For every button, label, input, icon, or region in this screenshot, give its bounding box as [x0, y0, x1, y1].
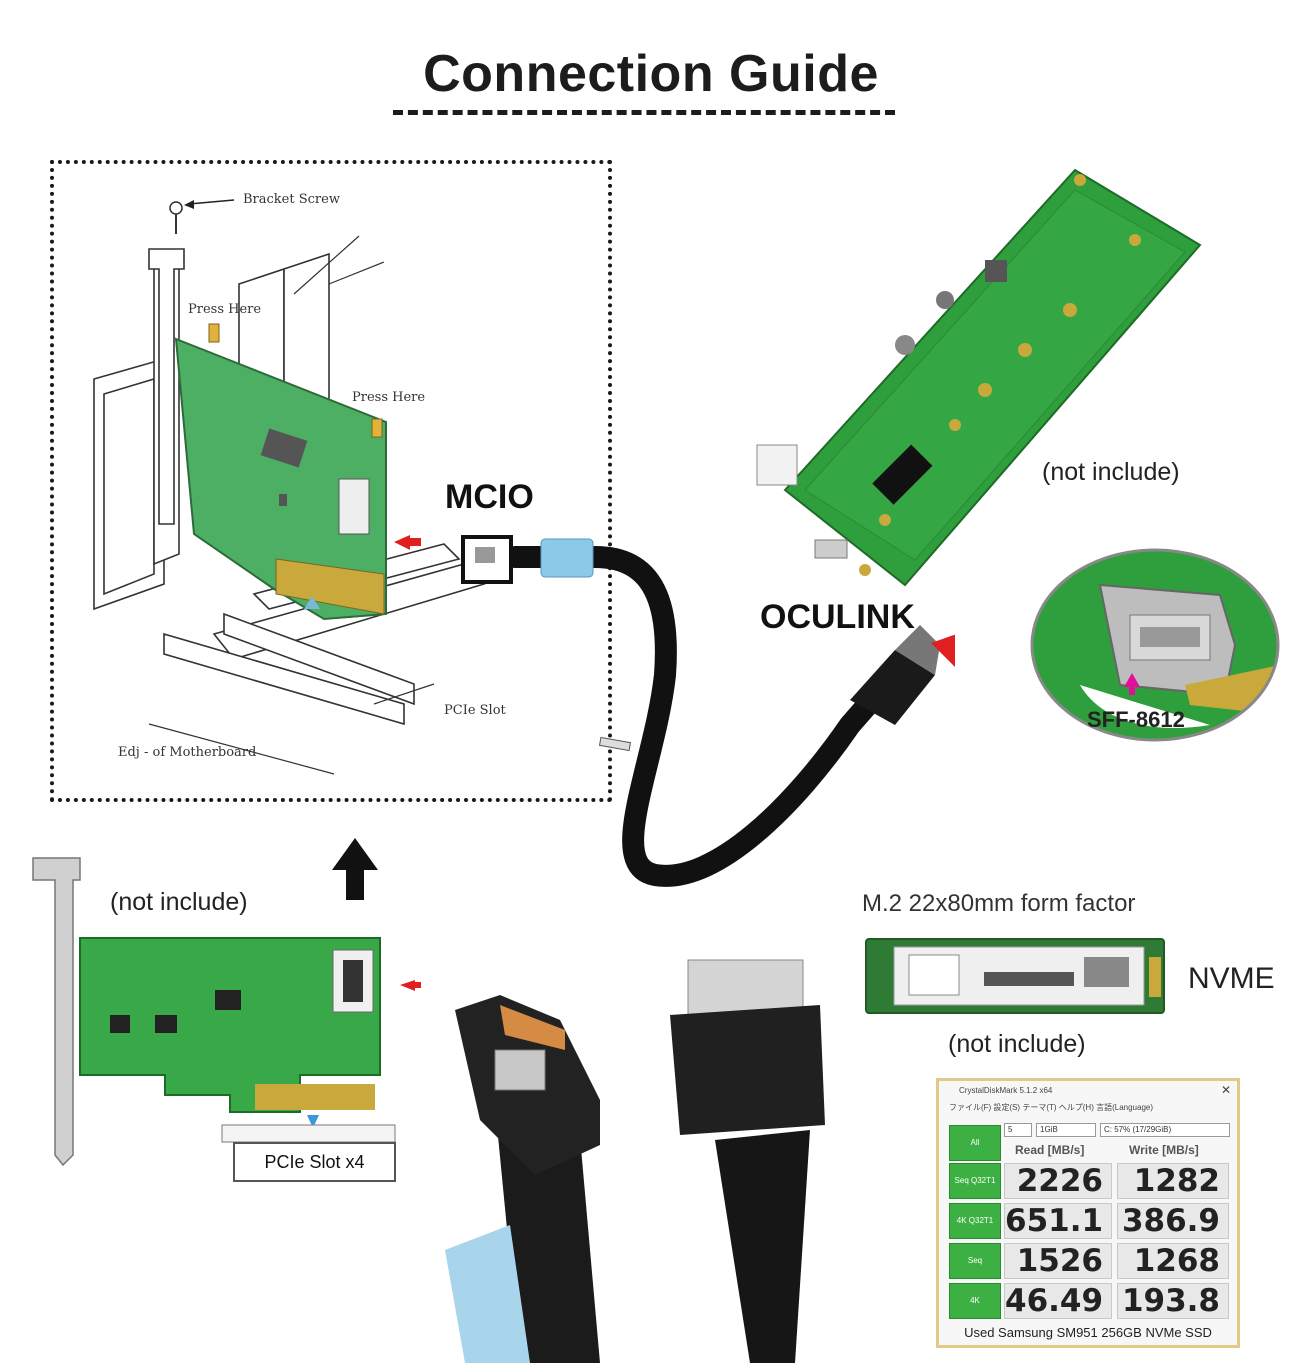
- read-value: 1526: [1004, 1243, 1112, 1279]
- installation-illustration: [93, 199, 486, 775]
- mcio-label: MCIO: [445, 478, 534, 516]
- row-label-seq[interactable]: Seq: [949, 1243, 1001, 1279]
- benchmark-title: CrystalDiskMark 5.1.2 x64: [959, 1086, 1053, 1095]
- not-include-ssd-label: (not include): [948, 1030, 1086, 1058]
- cable-connector-closeup: [445, 959, 825, 1363]
- close-icon[interactable]: ✕: [1220, 1083, 1231, 1097]
- nvme-ssd-illustration: [865, 938, 1165, 1014]
- row-label-4k-q32[interactable]: 4K Q32T1: [949, 1203, 1001, 1239]
- form-factor-label: M.2 22x80mm form factor: [862, 890, 1136, 917]
- write-value: 1282: [1117, 1163, 1229, 1199]
- m2-adapter-board: [756, 168, 1202, 587]
- read-value: 651.1: [1004, 1203, 1112, 1239]
- read-value: 46.49: [1004, 1283, 1112, 1319]
- pcie-slot-x4-label: PCIe Slot x4: [233, 1142, 396, 1182]
- mcio-oculink-cable: [461, 535, 955, 887]
- row-label-4k[interactable]: 4K: [949, 1283, 1001, 1319]
- benchmark-menu[interactable]: ファイル(F) 設定(S) テーマ(T) ヘルプ(H) 言語(Language): [949, 1103, 1154, 1112]
- press-here-label-2: Press Here: [352, 390, 426, 405]
- installation-diagram-box: [50, 160, 612, 802]
- all-button[interactable]: All: [949, 1125, 1001, 1161]
- bracket-screw-label: Bracket Screw: [243, 192, 340, 207]
- page-title: Connection Guide: [423, 45, 879, 103]
- pcie-card-illustration: [32, 857, 421, 1167]
- not-include-adapter-label: (not include): [1042, 458, 1180, 486]
- write-value: 386.9: [1117, 1203, 1229, 1239]
- red-arrow-icon: [400, 980, 415, 991]
- write-value: 193.8: [1117, 1283, 1229, 1319]
- benchmark-window: CrystalDiskMark 5.1.2 x64 ✕ ファイル(F) 設定(S…: [936, 1078, 1240, 1348]
- write-value: 1268: [1117, 1243, 1229, 1279]
- benchmark-footer: Used Samsung SM951 256GB NVMe SSD: [964, 1325, 1212, 1340]
- press-here-label-1: Press Here: [188, 302, 262, 317]
- drive-select[interactable]: C: 57% (17/29GiB): [1100, 1123, 1230, 1137]
- blue-arrow-icon: [307, 1115, 319, 1128]
- red-arrow-icon: [931, 634, 955, 667]
- sff-8612-label: SFF-8612: [1087, 707, 1185, 732]
- nvme-label: NVME: [1188, 962, 1275, 995]
- magenta-arrow-icon: [1124, 673, 1140, 687]
- test-size-select[interactable]: 1GiB: [1036, 1123, 1096, 1137]
- sff-8612-zoom: [1030, 548, 1280, 742]
- edge-of-motherboard-label: Edj - of Motherboard: [118, 745, 257, 760]
- bracket-screw-icon: [169, 199, 235, 234]
- title-underline: [393, 110, 895, 115]
- pcie-slot-label: PCIe Slot: [444, 703, 506, 718]
- read-value: 2226: [1004, 1163, 1112, 1199]
- write-header: Write [MB/s]: [1129, 1143, 1199, 1157]
- not-include-card-label: (not include): [110, 888, 248, 916]
- run-count-select[interactable]: 5: [1004, 1123, 1032, 1137]
- row-label-seq-q32[interactable]: Seq Q32T1: [949, 1163, 1001, 1199]
- up-arrow-icon: [332, 838, 378, 900]
- read-header: Read [MB/s]: [1015, 1143, 1085, 1157]
- oculink-label: OCULINK: [760, 598, 915, 636]
